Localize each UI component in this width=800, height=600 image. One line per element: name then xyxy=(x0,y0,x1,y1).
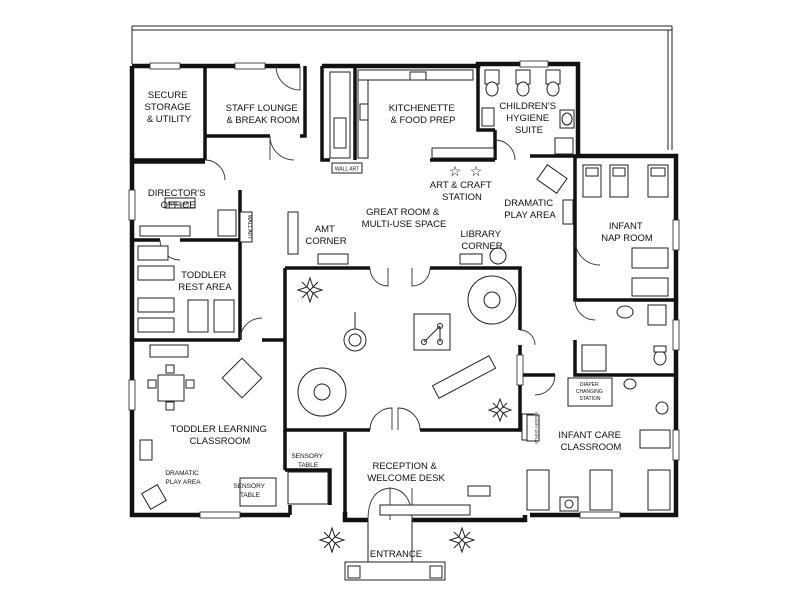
room-label-reception: RECEPTION & WELCOME DESK xyxy=(367,461,445,484)
room-label-directors-office: DIRECTOR'S OFFICE xyxy=(148,188,208,211)
covered-porch xyxy=(131,25,673,150)
wall-art-sign: WALL ART xyxy=(335,167,359,173)
wall-art-sign: WALL ART xyxy=(168,202,192,208)
plant-icon xyxy=(296,276,324,304)
room-label-art-craft: ART & CRAFT STATION xyxy=(430,180,494,203)
plant-icon xyxy=(487,397,513,423)
room-label-amt-corner: AMT CORNER xyxy=(305,224,346,247)
room-label-toddler-learning: TODDLER LEARNING CLASSROOM xyxy=(170,424,269,447)
room-label-staff-lounge: STAFF LOUNGE & BREAK ROOM xyxy=(226,103,301,126)
room-labels: SECURE STORAGE & UTILITY STAFF LOUNGE & … xyxy=(145,90,653,560)
signs: WALL ART WALL ART WALL ART SENSORY DISPL… xyxy=(164,162,540,445)
wall-art-sign: WALL ART xyxy=(246,215,252,239)
room-label-dramatic-play-upper: DRAMATIC PLAY AREA xyxy=(504,198,556,221)
plants: ☆ ☆ xyxy=(296,163,513,554)
room-label-infant-nap: INFANT NAP ROOM xyxy=(601,221,653,244)
room-label-infant-care: INFANT CARE CLASSROOM xyxy=(558,430,623,453)
room-label-hygiene-suite: CHILDREN'S HYGIENE SUITE xyxy=(499,101,558,136)
room-label-secure-storage: SECURE STORAGE & UTILITY xyxy=(145,90,194,125)
room-label-great-room: GREAT ROOM & MULTI-USE SPACE xyxy=(362,207,447,230)
entrance-steps xyxy=(344,520,446,581)
room-label-entrance: ENTRANCE xyxy=(370,549,422,560)
label-diaper-station: DIAPER CHANGING STATION xyxy=(576,382,604,402)
sensory-display-sign: SENSORY DISPLAY xyxy=(534,412,538,445)
room-label-dramatic-play-lower: DRAMATIC PLAY AREA xyxy=(165,470,201,486)
star-icon: ☆ xyxy=(470,163,483,179)
furniture xyxy=(137,69,671,516)
plant-icon xyxy=(318,526,346,554)
room-label-kitchenette: KITCHENETTE & FOOD PREP xyxy=(389,103,458,126)
room-label-toddler-rest: TODDLER REST AREA xyxy=(178,270,232,293)
plant-icon xyxy=(448,526,476,554)
label-sensory-table: SENSORY TABLE xyxy=(291,453,324,469)
label-sensory-table: SENSORY TABLE xyxy=(233,483,266,499)
room-label-library-corner: LIBRARY CORNER xyxy=(461,229,504,252)
windows xyxy=(128,60,680,519)
star-icon: ☆ xyxy=(449,163,462,179)
